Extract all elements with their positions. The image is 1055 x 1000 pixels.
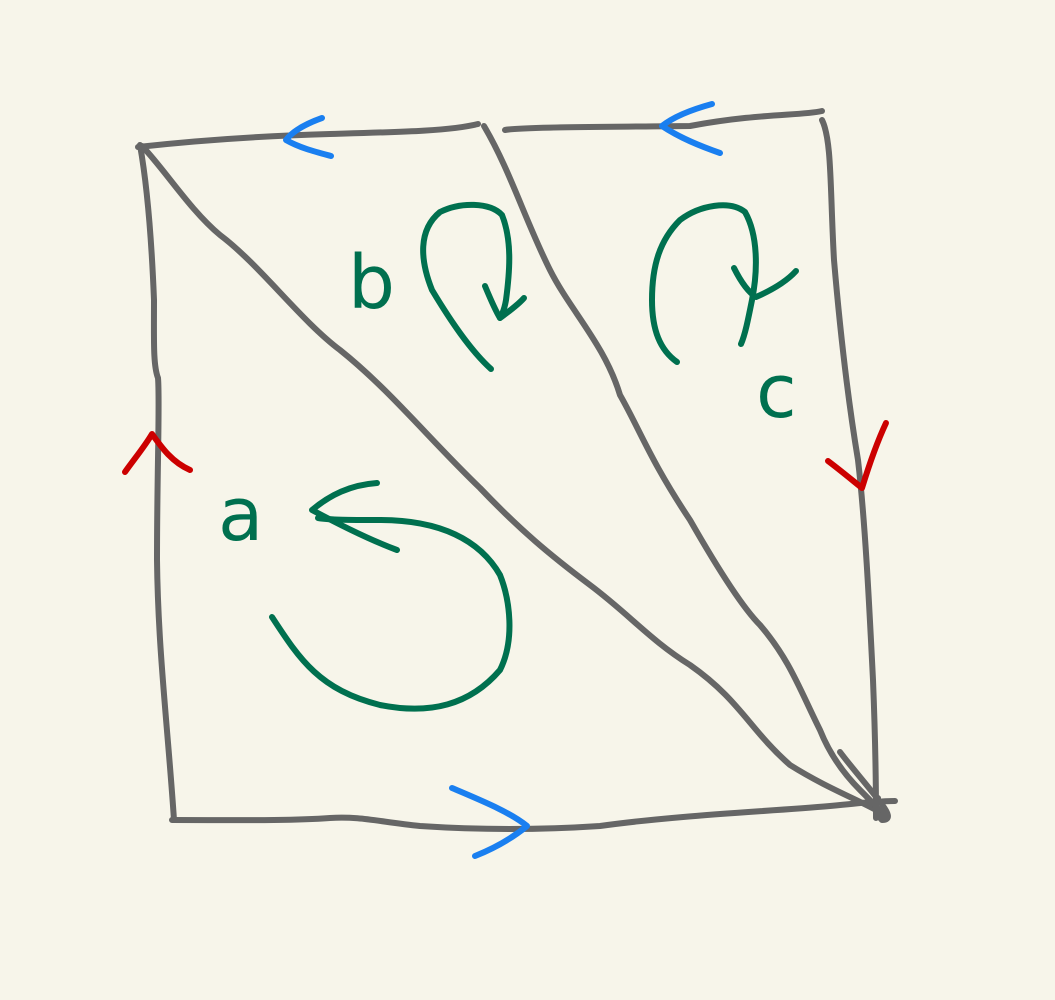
main-diagonal: [139, 143, 888, 818]
right-edge: [819, 117, 879, 821]
face-c-label: c: [756, 349, 797, 435]
top-edge-left: [135, 121, 481, 150]
left-up-arrow-icon: [122, 431, 193, 475]
right-down-arrow-icon: [825, 420, 889, 491]
top-edge-right: [502, 108, 825, 133]
face-b-orientation-arrow-icon: [420, 201, 513, 372]
bottom-edge: [169, 798, 898, 832]
red-edge-arrows: [122, 420, 889, 491]
face-b-arrowhead-icon: [482, 283, 527, 321]
face-a-orientation-arrow-icon: [269, 515, 513, 712]
second-diagonal: [481, 123, 888, 821]
left-edge: [137, 142, 177, 823]
face-labels: a b c: [218, 240, 797, 558]
top-left-arrow-icon: [283, 115, 334, 159]
diagonals: [139, 123, 891, 823]
blue-edge-arrows: [283, 101, 723, 859]
bottom-arrow-icon: [449, 785, 530, 859]
face-b-label: b: [348, 240, 395, 326]
square-outline: [135, 108, 898, 832]
orientation-arrows: [269, 201, 799, 712]
top-right-arrow-icon: [659, 101, 723, 156]
face-c-orientation-arrow-icon: [649, 202, 759, 365]
face-a-arrowhead-icon: [309, 480, 400, 553]
corner-scribble: [837, 749, 891, 823]
face-c-arrowhead-icon: [731, 265, 799, 300]
face-a-label: a: [218, 472, 263, 558]
